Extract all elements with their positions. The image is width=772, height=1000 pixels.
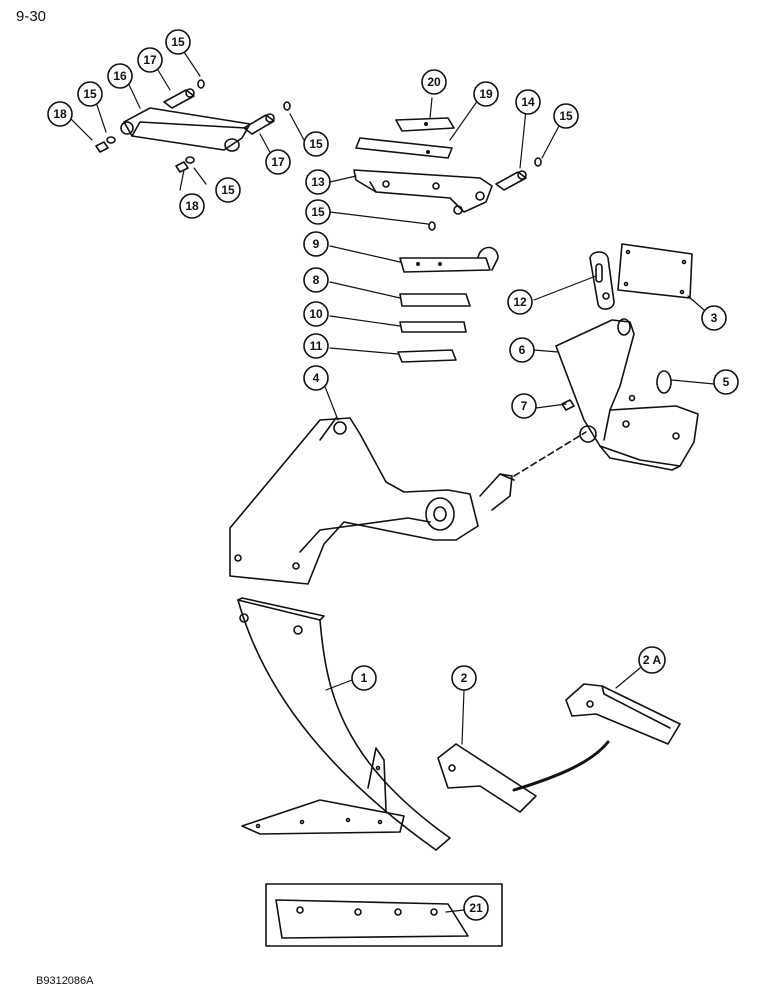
pin-part-17-lower xyxy=(243,113,275,135)
svg-text:14: 14 xyxy=(521,95,535,109)
callout-15-top: 15 xyxy=(165,29,191,55)
callout-17-top: 17 xyxy=(137,47,163,73)
callout-8: 8 xyxy=(303,267,329,293)
snap-ring-part-15 xyxy=(534,157,542,167)
leader-lines xyxy=(63,45,715,913)
shim-part-10 xyxy=(399,321,467,333)
callout-15-lower: 15 xyxy=(215,177,241,203)
wing-blade-part-21 xyxy=(275,899,469,939)
svg-text:15: 15 xyxy=(221,183,235,197)
svg-text:10: 10 xyxy=(309,307,323,321)
callout-21: 21 xyxy=(463,895,489,921)
callout-6: 6 xyxy=(509,337,535,363)
svg-text:5: 5 xyxy=(723,375,730,389)
snap-ring-part-15 xyxy=(428,221,436,231)
bracket-part-13 xyxy=(353,169,493,215)
grease-fitting-part-18-left xyxy=(95,136,116,153)
callout-18-lower: 18 xyxy=(179,193,205,219)
callout-11: 11 xyxy=(303,333,329,359)
grease-fitting-part-18-lower xyxy=(175,156,195,173)
callout-15-bracket: 15 xyxy=(553,103,579,129)
svg-text:15: 15 xyxy=(171,35,185,49)
svg-text:18: 18 xyxy=(53,107,67,121)
hinge-plate-part-9 xyxy=(399,246,499,273)
svg-text:7: 7 xyxy=(521,399,528,413)
svg-text:4: 4 xyxy=(313,371,320,385)
svg-text:20: 20 xyxy=(427,75,441,89)
svg-text:15: 15 xyxy=(83,87,97,101)
svg-text:2 A: 2 A xyxy=(643,653,662,667)
svg-text:21: 21 xyxy=(469,901,483,915)
svg-text:19: 19 xyxy=(479,87,493,101)
strap-part-12 xyxy=(589,251,615,310)
callout-2: 2 xyxy=(451,665,477,691)
svg-text:6: 6 xyxy=(519,343,526,357)
page-number: 9-30 xyxy=(16,8,47,25)
figure-code: B9312086A xyxy=(36,975,94,987)
svg-text:15: 15 xyxy=(311,205,325,219)
callout-9: 9 xyxy=(303,231,329,257)
pin-part-17-upper xyxy=(163,88,195,109)
callout-15-right: 15 xyxy=(303,131,329,157)
callout-7: 7 xyxy=(511,393,537,419)
pin-part-14 xyxy=(495,170,527,191)
svg-text:18: 18 xyxy=(185,199,199,213)
slotted-shim-part-11 xyxy=(397,349,457,363)
plate-part-19 xyxy=(355,137,453,159)
callout-14: 14 xyxy=(515,89,541,115)
link-bar-part-16 xyxy=(120,107,251,152)
assembly-centerline xyxy=(513,431,587,477)
shim-part-8 xyxy=(399,293,471,307)
svg-text:1: 1 xyxy=(361,671,368,685)
inset-frame xyxy=(265,883,503,947)
pivot-bracket-part-6 xyxy=(555,318,699,471)
callout-3: 3 xyxy=(701,305,727,331)
svg-text:13: 13 xyxy=(311,175,325,189)
callout-1: 1 xyxy=(351,665,377,691)
callout-19: 19 xyxy=(473,81,499,107)
svg-text:3: 3 xyxy=(711,311,718,325)
callout-13: 13 xyxy=(305,169,331,195)
grease-fitting-part-7 xyxy=(561,399,575,411)
sweep-plate-on-shank xyxy=(241,747,405,835)
snap-ring-part-15 xyxy=(283,101,291,111)
plate-part-20 xyxy=(395,117,455,132)
svg-text:2: 2 xyxy=(461,671,468,685)
callout-12: 12 xyxy=(507,289,533,315)
point-part-2 xyxy=(437,743,537,813)
svg-text:17: 17 xyxy=(271,155,285,169)
shank-part-1 xyxy=(237,597,451,851)
svg-text:11: 11 xyxy=(310,339,323,353)
svg-text:17: 17 xyxy=(143,53,157,67)
callout-5: 5 xyxy=(713,369,739,395)
svg-text:9: 9 xyxy=(313,237,320,251)
callout-2a: 2 A xyxy=(638,646,666,674)
frame-part-4 xyxy=(229,417,515,585)
callout-18-left: 18 xyxy=(47,101,73,127)
alternate-point-arrow xyxy=(512,740,610,792)
svg-text:16: 16 xyxy=(113,69,127,83)
callout-15-middle: 15 xyxy=(305,199,331,225)
callout-10: 10 xyxy=(303,301,329,327)
callout-17-right: 17 xyxy=(265,149,291,175)
callout-15-left: 15 xyxy=(77,81,103,107)
svg-text:12: 12 xyxy=(513,295,527,309)
svg-text:15: 15 xyxy=(559,109,573,123)
snap-ring-part-15 xyxy=(197,79,205,89)
point-part-2a xyxy=(565,683,681,745)
callout-20: 20 xyxy=(421,69,447,95)
svg-text:15: 15 xyxy=(309,137,323,151)
callout-16: 16 xyxy=(107,63,133,89)
svg-text:8: 8 xyxy=(313,273,320,287)
callout-4: 4 xyxy=(303,365,329,391)
snap-ring-part-5 xyxy=(656,370,672,394)
